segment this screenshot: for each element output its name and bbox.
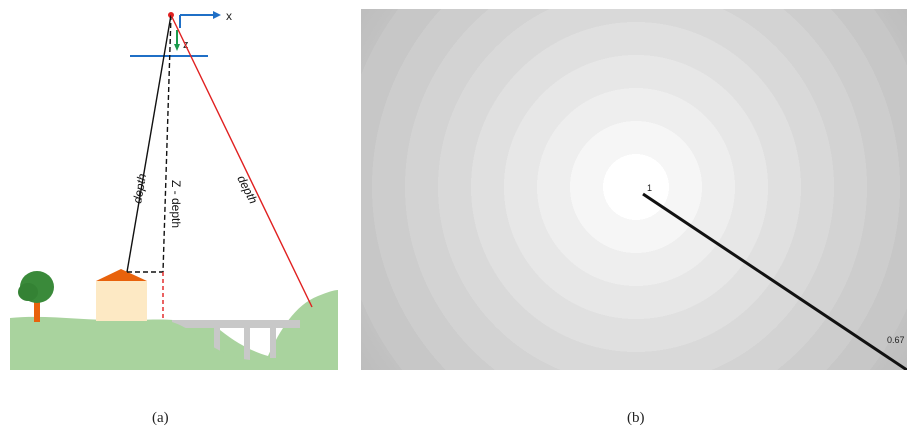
depth-right-label: depth (234, 173, 260, 206)
edge-value-label: 0.67 (887, 335, 905, 345)
x-axis-label: x (226, 9, 232, 23)
center-value-label: 1 (647, 183, 652, 193)
z-depth-label: Z - depth (169, 180, 183, 228)
tree-icon (18, 271, 54, 322)
caption-panel-b: (b) (627, 410, 645, 426)
x-axis-arrowhead (213, 11, 221, 19)
z-axis-arrowhead (174, 44, 180, 51)
panel-b-depth-map: 1 0.67 (361, 9, 907, 370)
depth-left-label: depth (130, 172, 149, 204)
z-depth-line (162, 14, 172, 273)
caption-panel-a: (a) (152, 410, 169, 426)
depth-ray-right (170, 14, 313, 308)
depth-ray-left (126, 14, 172, 273)
valley (172, 322, 268, 370)
panel-a-scene: x z depth Z - depth depth (10, 9, 338, 370)
house-icon (96, 269, 147, 321)
depth-ray (642, 192, 907, 370)
bridge (172, 320, 300, 364)
